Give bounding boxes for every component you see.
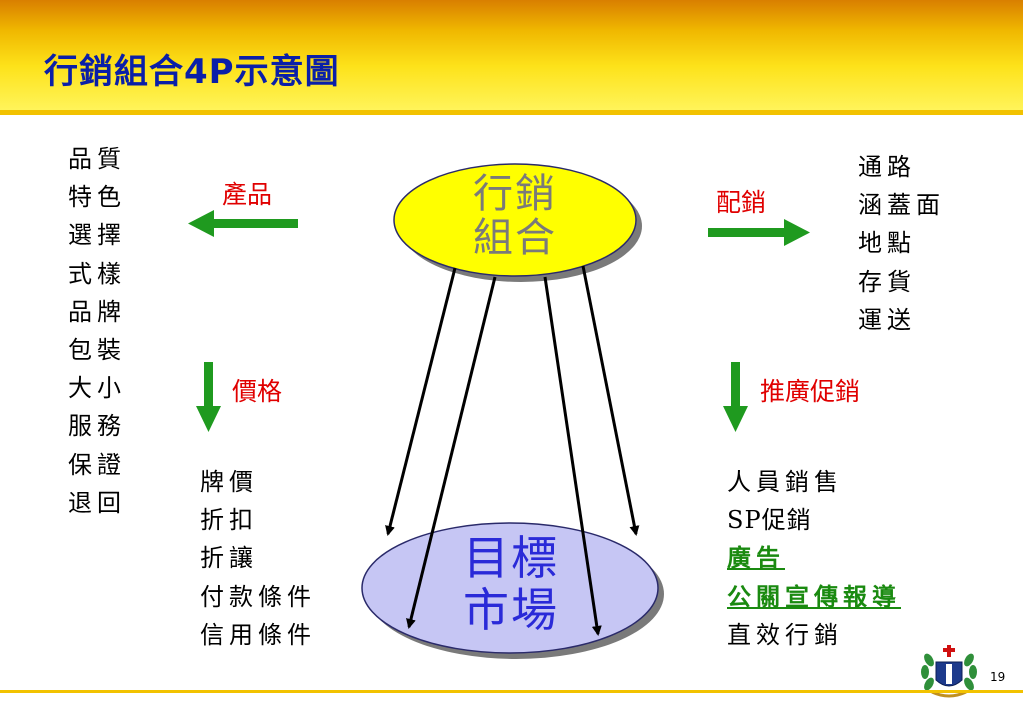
target-label-line2: 市場 <box>463 583 559 637</box>
place-label: 配銷 <box>716 188 767 217</box>
list-item: 付款條件 <box>200 582 316 611</box>
list-item: 特色 <box>68 183 126 212</box>
slide-title: 行銷組合4P示意圖 <box>44 52 340 92</box>
arrow-down-icon <box>723 362 748 432</box>
list-item: 大小 <box>68 374 126 403</box>
price-list: 牌價 折扣 折讓 付款條件 信用條件 <box>200 463 316 654</box>
list-item: 牌價 <box>200 468 258 496</box>
list-item: 地點 <box>858 229 916 258</box>
center-ellipse <box>393 163 637 277</box>
promotion-label: 推廣促銷 <box>760 377 861 406</box>
list-item: 存貨 <box>858 267 916 296</box>
list-item: 服務 <box>68 412 126 441</box>
list-item: 直效行銷 <box>727 620 843 649</box>
list-item: 通路 <box>858 153 916 181</box>
center-label: 行銷 組合 <box>455 172 575 260</box>
flow-arrow-2 <box>406 276 497 629</box>
place-list: 通路 涵蓋面 地點 存貨 運送 <box>858 148 945 339</box>
list-item: 品牌 <box>68 297 126 326</box>
arrow-left-icon <box>188 210 298 237</box>
list-item: 式樣 <box>68 259 126 288</box>
list-item: 退回 <box>68 488 126 517</box>
list-item-highlight: 公關宣傳報導 <box>727 581 901 611</box>
flow-arrow-3 <box>543 276 602 636</box>
school-logo-icon <box>921 645 977 698</box>
header-bar <box>0 0 1023 110</box>
list-item: 信用條件 <box>200 620 316 649</box>
header-divider <box>0 110 1023 115</box>
target-label: 目標 市場 <box>451 532 571 636</box>
list-item-highlight: 廣告 <box>727 543 785 573</box>
list-item: 品質 <box>68 145 126 173</box>
list-item: 折讓 <box>200 544 258 573</box>
page-number: 19 <box>990 670 1006 684</box>
list-item: 涵蓋面 <box>858 191 945 220</box>
arrow-down-icon <box>196 362 221 432</box>
flow-arrow-1 <box>385 267 457 536</box>
center-label-line2: 組合 <box>473 215 557 261</box>
list-item: 包裝 <box>68 336 126 365</box>
arrow-right-icon <box>708 219 810 246</box>
flow-arrow-4 <box>581 265 640 536</box>
product-list: 品質 特色 選擇 式樣 品牌 包裝 大小 服務 保證 退回 <box>68 140 126 522</box>
list-item: 折扣 <box>200 506 258 535</box>
list-item: 運送 <box>858 305 916 334</box>
list-item: 人員銷售 <box>727 468 843 496</box>
target-ellipse <box>361 522 659 654</box>
list-item: 選擇 <box>68 221 126 250</box>
list-item: 保證 <box>68 450 126 479</box>
target-label-line1: 目標 <box>463 531 559 585</box>
center-label-line1: 行銷 <box>473 171 557 217</box>
price-label: 價格 <box>232 377 283 406</box>
footer-divider <box>0 690 1023 693</box>
product-label: 產品 <box>222 180 273 209</box>
list-item: SP促銷 <box>727 506 812 535</box>
promotion-list: 人員銷售 SP促銷 廣告 公關宣傳報導 直效行銷 <box>727 463 901 654</box>
